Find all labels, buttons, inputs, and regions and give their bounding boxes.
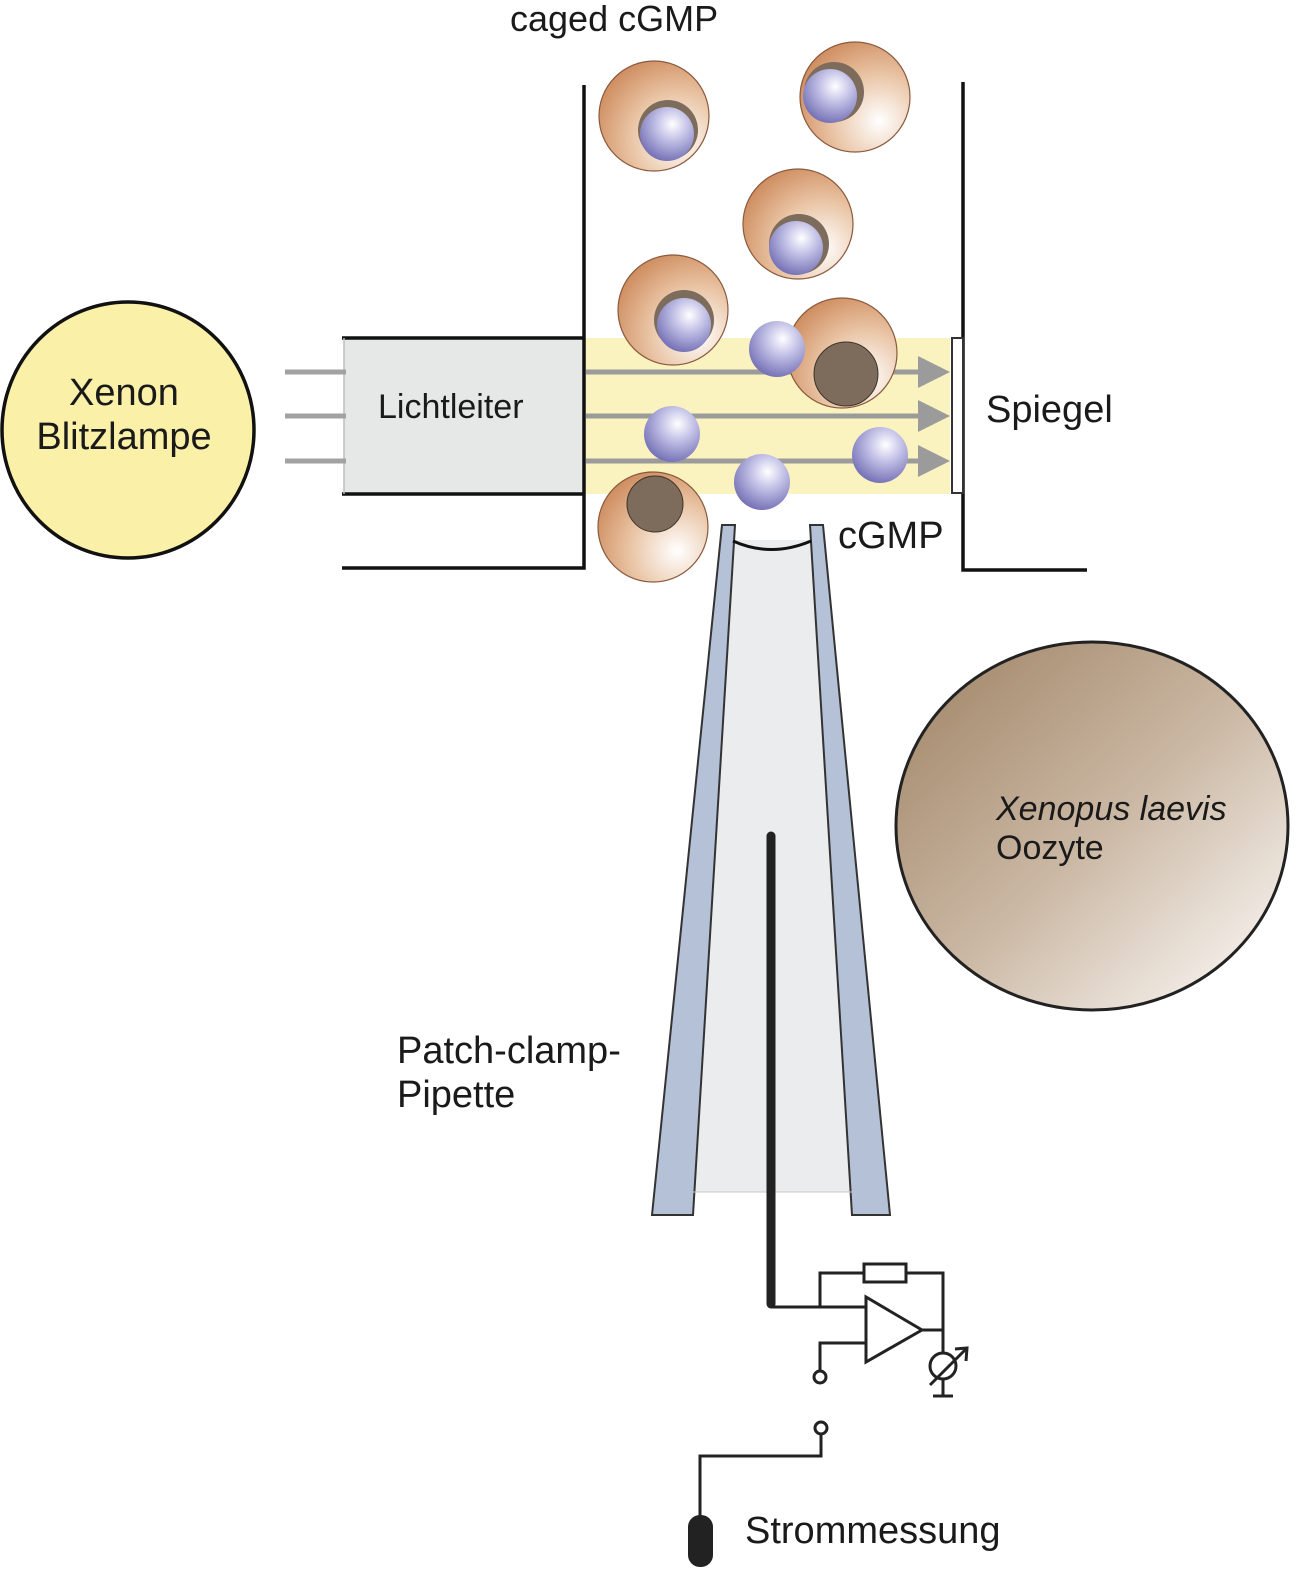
light-guide (344, 338, 585, 494)
ground-terminal (813, 1420, 829, 1436)
oocyte-label-line2: Oozyte (996, 829, 1104, 868)
free-cgmp-4 (852, 427, 908, 483)
cgmp-label: cGMP (838, 515, 944, 557)
light-arrow-head-3 (918, 445, 950, 477)
pipette-label-line2: Pipette (397, 1073, 516, 1116)
reference-electrode (688, 1515, 713, 1567)
cage-shell-emptied-1 (786, 297, 898, 409)
pipette-left-wall (650, 524, 737, 1216)
caged-cgmp-3 (742, 168, 854, 280)
pipette-label: Patch-clamp- Pipette (397, 1030, 621, 1117)
xenon-lamp-label-line2: Blitzlampe (36, 415, 212, 458)
light-arrow-head-1 (918, 356, 950, 388)
light-arrow-head-2 (918, 400, 950, 432)
caged-cgmp-label: caged cGMP (510, 0, 719, 39)
oocyte-label-line1: Xenopus laevis (996, 790, 1227, 828)
mirror (951, 337, 964, 494)
free-cgmp-3 (734, 454, 790, 510)
caged-cgmp-molecules (597, 41, 911, 583)
cuvette-right-wall (961, 82, 1087, 572)
pipette-right-wall (808, 524, 892, 1216)
free-cgmp-molecules (644, 321, 908, 510)
amplifier-circuit (698, 1262, 945, 1525)
xenon-lamp-label: Xenon Blitzlampe (4, 372, 244, 459)
membrane-patch (732, 539, 812, 551)
caged-cgmp-2 (799, 41, 911, 153)
feedback-resistor (862, 1262, 908, 1284)
op-amp (864, 1294, 925, 1365)
xenon-lamp-label-line1: Xenon (69, 372, 179, 414)
free-cgmp-2 (644, 406, 700, 462)
current-measurement-label: Strommessung (745, 1510, 1001, 1552)
oocyte-label: Xenopus laevis Oozyte (996, 790, 1227, 868)
mirror-label: Spiegel (986, 389, 1113, 431)
caged-cgmp-4 (617, 254, 729, 366)
xenon-flash-lamp (0, 300, 256, 560)
cuvette-left-wall (342, 85, 586, 570)
meter-icon (928, 1346, 969, 1398)
xenopus-oocyte (894, 640, 1290, 1012)
caged-cgmp-1 (598, 60, 710, 172)
pipette-label-line1: Patch-clamp- (397, 1030, 621, 1072)
cage-shell-emptied-2 (597, 471, 709, 583)
input-terminal (812, 1369, 828, 1385)
light-guide-label: Lichtleiter (378, 388, 524, 426)
free-cgmp-1 (749, 321, 805, 377)
